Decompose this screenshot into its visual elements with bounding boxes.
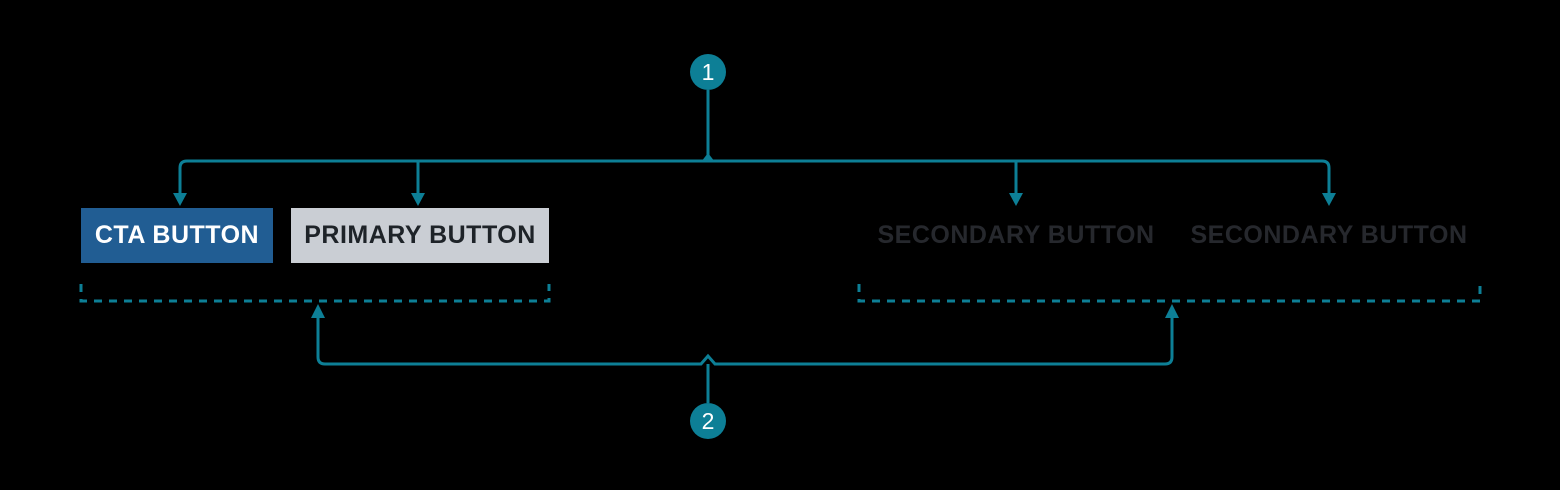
primary-button[interactable]: PRIMARY BUTTON — [291, 208, 549, 263]
arrowhead-down-primary — [411, 193, 425, 206]
callout-marker-2: 2 — [690, 403, 726, 439]
secondary-button-1[interactable]: SECONDARY BUTTON — [877, 221, 1155, 249]
secondary-group-span — [857, 284, 1482, 303]
callout-1-number: 1 — [701, 58, 715, 85]
callout-2-bracket — [316, 316, 1174, 366]
arrowhead-up-right — [1165, 304, 1179, 318]
secondary-button-2[interactable]: SECONDARY BUTTON — [1190, 221, 1468, 249]
cta-button[interactable]: CTA BUTTON — [81, 208, 273, 263]
callout-marker-1: 1 — [690, 54, 726, 90]
arrowhead-up-left — [311, 304, 325, 318]
callout-1-rail — [178, 159, 1331, 196]
primary-group-span — [79, 284, 551, 303]
arrowhead-down-secondary-1 — [1009, 193, 1023, 206]
arrowhead-down-cta — [173, 193, 187, 206]
arrowhead-down-secondary-2 — [1322, 193, 1336, 206]
callout-2-number: 2 — [701, 407, 715, 434]
